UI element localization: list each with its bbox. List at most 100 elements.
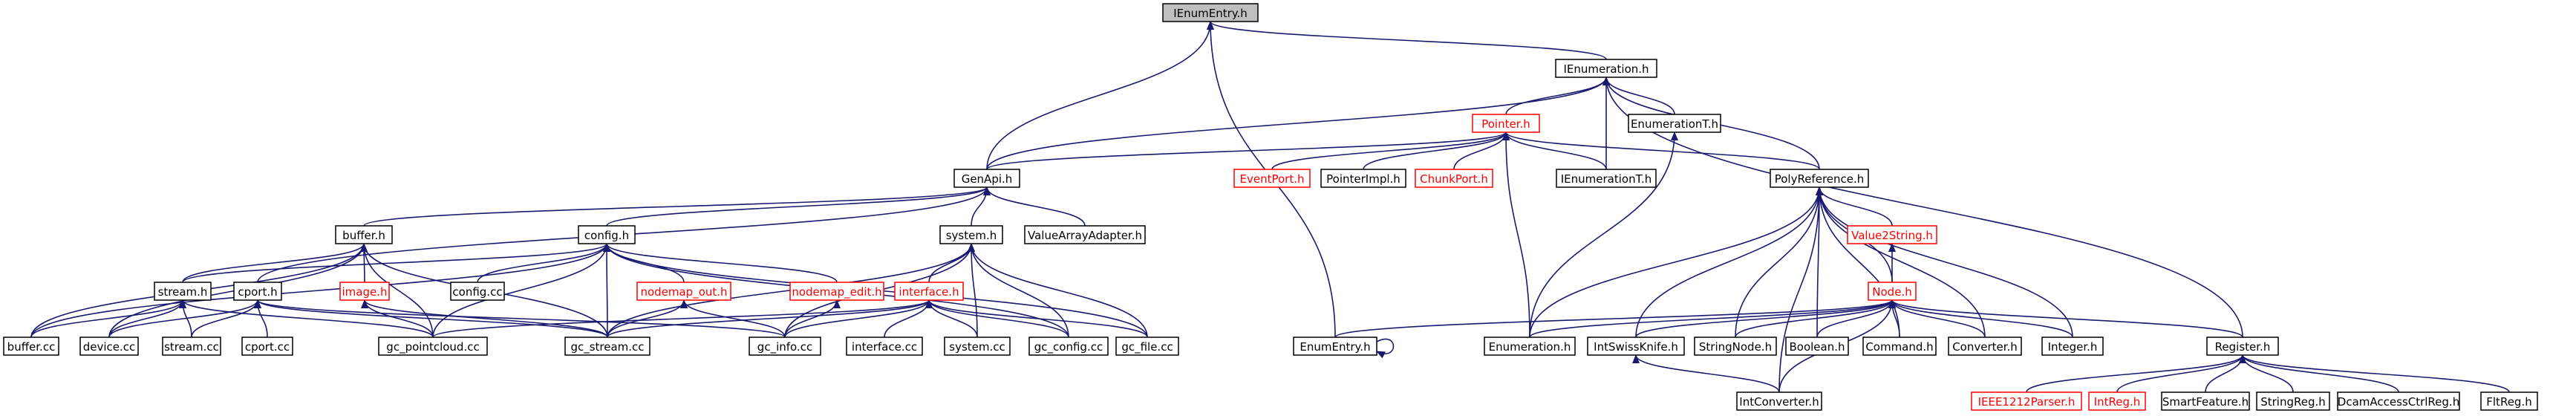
node-label: image.h (342, 285, 388, 299)
edge-intconverter_h-to-intswissknife_h (1632, 354, 1780, 393)
edge-line (928, 243, 975, 283)
node-label: interface.h (899, 285, 959, 299)
node-label: gc_info.cc (757, 340, 812, 354)
node-stream-cc[interactable]: stream.cc (162, 337, 221, 356)
node-interface-cc[interactable]: interface.cc (846, 337, 923, 356)
edge-line (784, 299, 933, 338)
node-node-h[interactable]: Node.h (1868, 282, 1917, 301)
node-label: gc_pointcloud.cc (386, 340, 479, 354)
edge-enumeration_h-to-node_h (1529, 299, 1896, 338)
node-value2string-h[interactable]: Value2String.h (1847, 225, 1937, 244)
node-pointerimpl-h[interactable]: PointerImpl.h (1320, 169, 1406, 188)
node-box (154, 282, 212, 301)
edge-enumeration_h-to-enumerationt_h (1529, 131, 1678, 338)
node-cport-h[interactable]: cport.h (233, 282, 282, 301)
edge-line (179, 299, 434, 338)
edge-enumeration_h-to-pointer_h (1502, 131, 1530, 338)
node-label: config.h (584, 229, 629, 242)
node-label: IEnumeration.h (1563, 62, 1649, 76)
edge-line (968, 243, 1069, 338)
node-buffer-h[interactable]: buffer.h (335, 225, 393, 244)
node-polyreference-h[interactable]: PolyReference.h (1770, 169, 1869, 188)
node-box (2161, 391, 2250, 411)
edge-gc_config_cc-to-system_h (968, 243, 1069, 338)
edge-line (1635, 299, 1896, 338)
node-label: Enumeration.h (1489, 340, 1571, 354)
node-device-cc[interactable]: device.cc (79, 337, 139, 356)
node-gc-info-cc[interactable]: gc_info.cc (749, 337, 821, 356)
node-fltreg-h[interactable]: FltReg.h (2480, 391, 2538, 411)
node-boolean-h[interactable]: Boolean.h (1785, 337, 1849, 356)
node-label: system.h (946, 229, 997, 242)
node-cport-cc[interactable]: cport.cc (241, 337, 293, 356)
node-system-cc[interactable]: system.cc (944, 337, 1011, 356)
node-intswissknife-h[interactable]: IntSwissKnife.h (1587, 337, 1685, 356)
node-box (335, 225, 393, 244)
node-eventport-h[interactable]: EventPort.h (1233, 169, 1311, 188)
node-ienumentry-h[interactable]: IEnumEntry.h (1162, 3, 1259, 22)
node-intconverter-h[interactable]: IntConverter.h (1736, 391, 1822, 411)
edge-device_cc-to-cport_h (108, 299, 261, 338)
node-valuearrayadapter-h[interactable]: ValueArrayAdapter.h (1024, 225, 1146, 244)
node-enumentry-h[interactable]: EnumEntry.h (1293, 337, 1377, 356)
node-config-h[interactable]: config.h (578, 225, 636, 244)
node-buffer-cc[interactable]: buffer.cc (3, 337, 59, 356)
edge-stream_h-to-config_h (182, 243, 610, 283)
edge-gc_config_cc-to-interface_h (925, 299, 1069, 338)
edge-gc_stream_cc-to-image_h (361, 299, 608, 338)
node-ieee1212parser-h[interactable]: IEEE1212Parser.h (1971, 391, 2082, 411)
node-dcamaccessctrlreg-h[interactable]: DcamAccessCtrlReg.h (2337, 391, 2460, 411)
edge-gc_pointcloud_cc-to-stream_h (179, 299, 434, 338)
edge-line (784, 299, 841, 338)
edge-register_h-to-node_h (1888, 299, 2243, 338)
node-label: StringReg.h (2260, 395, 2326, 409)
node-box (749, 337, 821, 356)
node-label: EnumerationT.h (1631, 117, 1718, 131)
node-stringnode-h[interactable]: StringNode.h (1694, 337, 1777, 356)
edge-intconverter_h-to-polyreference_h (1778, 186, 1823, 393)
node-gc-pointcloud-cc[interactable]: gc_pointcloud.cc (378, 337, 488, 356)
node-box (378, 337, 488, 356)
node-stream-h[interactable]: stream.h (154, 282, 212, 301)
node-chunkport-h[interactable]: ChunkPort.h (1415, 169, 1493, 188)
node-config-cc[interactable]: config.cc (450, 282, 505, 301)
node-gc-file-cc[interactable]: gc_file.cc (1115, 337, 1179, 356)
node-box (1587, 337, 1685, 356)
node-pointer-h[interactable]: Pointer.h (1472, 114, 1540, 133)
edge-ienumeration_h-to-ienumentry_h (1207, 21, 1607, 60)
node-box (939, 225, 1003, 244)
node-enumeration-h[interactable]: Enumeration.h (1484, 337, 1576, 356)
node-command-h[interactable]: Command.h (1862, 337, 1937, 356)
edge-integer_h-to-node_h (1888, 299, 2073, 338)
node-image-h[interactable]: image.h (339, 282, 390, 301)
node-box (1556, 169, 1657, 188)
node-ienumerationt-h[interactable]: IEnumerationT.h (1556, 169, 1657, 188)
node-stringreg-h[interactable]: StringReg.h (2256, 391, 2330, 411)
node-nodemap-edit-h[interactable]: nodemap_edit.h (789, 282, 884, 301)
node-system-h[interactable]: system.h (939, 225, 1003, 244)
node-label: Command.h (1865, 340, 1933, 354)
node-smartfeature-h[interactable]: SmartFeature.h (2161, 391, 2250, 411)
node-converter-h[interactable]: Converter.h (1948, 337, 2022, 356)
node-gc-config-cc[interactable]: gc_config.cc (1028, 337, 1109, 356)
edge-fltreg_h-to-register_h (2239, 354, 2510, 393)
edge-stringnode_h-to-polyreference_h (1735, 186, 1823, 338)
node-ienumeration-h[interactable]: IEnumeration.h (1555, 59, 1657, 78)
edge-line (2205, 354, 2246, 393)
edge-intswissknife_h-to-node_h (1635, 299, 1896, 338)
node-register-h[interactable]: Register.h (2206, 337, 2279, 356)
node-enumerationt-h[interactable]: EnumerationT.h (1628, 114, 1721, 133)
node-nodemap-out-h[interactable]: nodemap_out.h (636, 282, 731, 301)
node-label: IEnumEntry.h (1173, 7, 1248, 20)
node-interface-h[interactable]: interface.h (894, 282, 964, 301)
node-gc-stream-cc[interactable]: gc_stream.cc (564, 337, 650, 356)
edge-line (1735, 299, 1896, 338)
node-integer-h[interactable]: Integer.h (2041, 337, 2104, 356)
node-genapi-h[interactable]: GenApi.h (953, 169, 1020, 188)
node-intreg-h[interactable]: IntReg.h (2088, 391, 2146, 411)
edge-line (1888, 299, 2073, 338)
edge-line (1888, 299, 1986, 338)
edge-line (2239, 354, 2399, 393)
node-label: ValueArrayAdapter.h (1028, 229, 1142, 242)
node-label: interface.cc (852, 340, 917, 354)
